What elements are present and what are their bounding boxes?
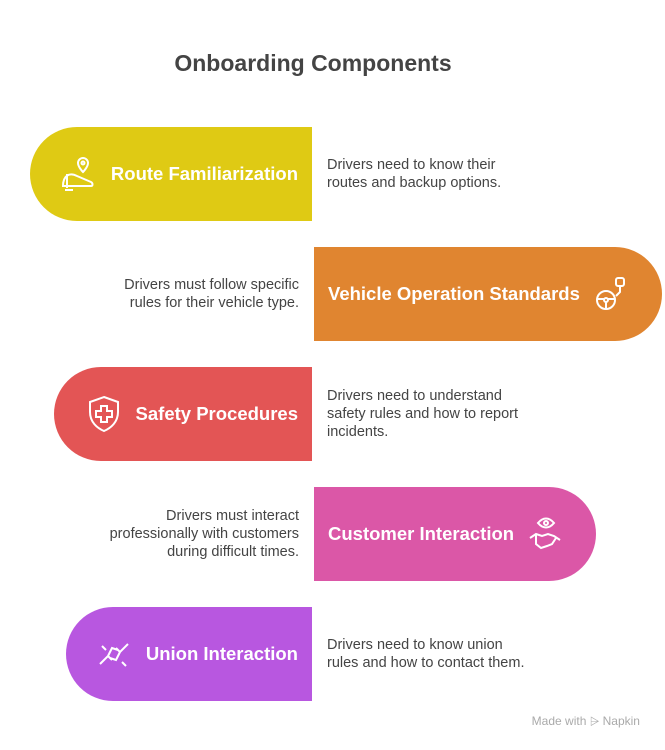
- napkin-watermark: Made with ⩥ Napkin: [531, 714, 640, 728]
- pill-label: Vehicle Operation Standards: [328, 283, 580, 304]
- safety-procedures-pill: Safety Procedures: [54, 367, 312, 461]
- vehicle-operation-pill: Vehicle Operation Standards: [314, 247, 662, 341]
- diagram-title: Onboarding Components: [174, 50, 452, 76]
- route-train-pin-icon: [61, 156, 94, 191]
- union-interaction-pill: Union Interaction: [66, 607, 312, 701]
- pill-label: Union Interaction: [145, 643, 298, 664]
- shield-cross-icon: [88, 395, 119, 433]
- union-interaction-desc: Drivers need to know union rules and how…: [327, 637, 525, 671]
- steering-wheel-icon: [595, 277, 625, 310]
- vehicle-operation-desc: Drivers must follow specific rules for t…: [124, 277, 299, 311]
- customer-interaction-desc: Drivers must interact professionally wit…: [109, 508, 299, 560]
- union-hands-icon: [99, 643, 129, 667]
- route-familiarization-pill: Route Familiarization: [30, 127, 312, 221]
- route-familiarization-desc: Drivers need to know their routes and ba…: [327, 157, 502, 191]
- pill-label: Route Familiarization: [110, 163, 298, 184]
- pill-label: Customer Interaction: [328, 523, 515, 544]
- handshake-eye-icon: [529, 517, 561, 550]
- safety-procedures-desc: Drivers need to understand safety rules …: [327, 388, 519, 440]
- pill-label: Safety Procedures: [135, 403, 298, 424]
- customer-interaction-pill: Customer Interaction: [314, 487, 596, 581]
